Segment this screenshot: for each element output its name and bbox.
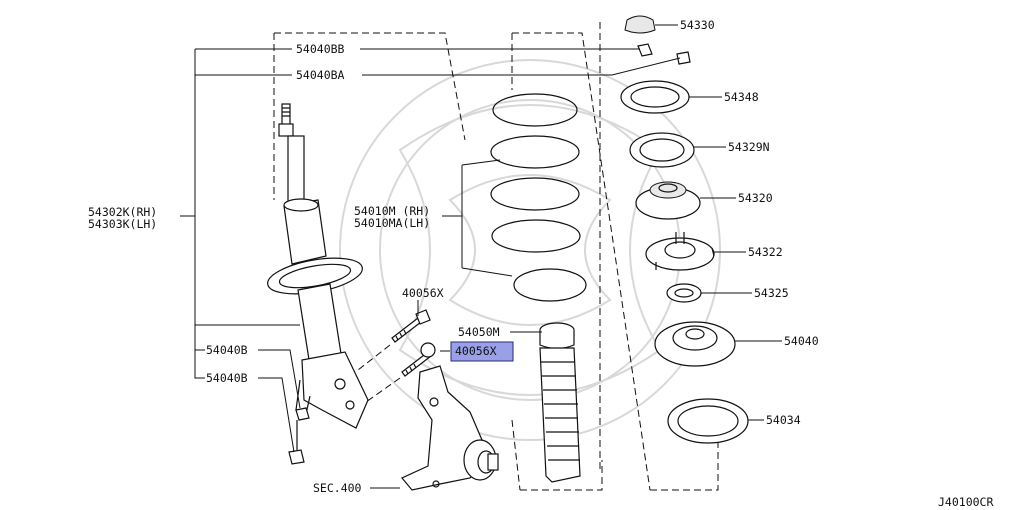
coil-spring — [490, 93, 587, 302]
selected-part-highlight[interactable] — [450, 341, 514, 362]
callout-54040B-lower[interactable]: 54040B — [206, 371, 248, 385]
callout-sec400[interactable]: SEC.400 — [313, 481, 362, 495]
callout-54010MA[interactable]: 54010MA(LH) — [354, 216, 430, 230]
callout-40056X-top[interactable]: 40056X — [402, 286, 444, 300]
callout-54322[interactable]: 54322 — [748, 245, 783, 259]
callout-54040BB[interactable]: 54040BB — [296, 42, 345, 56]
callout-labels: 54330 54040BB 54040BA 54348 54329N 54320… — [88, 18, 993, 509]
callout-54329N[interactable]: 54329N — [728, 140, 770, 154]
callout-54325[interactable]: 54325 — [754, 286, 789, 300]
drawing-number: J40100CR — [938, 495, 993, 509]
callout-54010M[interactable]: 54010M (RH) — [354, 204, 430, 218]
callout-40056X-selected[interactable]: 40056X — [455, 344, 497, 358]
callout-54348[interactable]: 54348 — [724, 90, 759, 104]
bolts — [357, 309, 436, 403]
callout-54040B-upper[interactable]: 54040B — [206, 343, 248, 357]
callout-54034[interactable]: 54034 — [766, 413, 801, 427]
leader-lines — [180, 24, 782, 489]
bump-stop-and-boot — [539, 322, 581, 483]
dashed-frames — [273, 22, 719, 491]
steering-knuckle — [401, 365, 499, 491]
callout-54050M[interactable]: 54050M — [458, 325, 500, 339]
callout-54040[interactable]: 54040 — [784, 334, 819, 348]
callout-54303K[interactable]: 54303K(LH) — [88, 217, 157, 231]
callout-54040BA[interactable]: 54040BA — [296, 68, 345, 82]
callout-54330[interactable]: 54330 — [680, 18, 715, 32]
callout-54302K[interactable]: 54302K(RH) — [88, 205, 157, 219]
callout-54320[interactable]: 54320 — [738, 191, 773, 205]
strut-assembly — [267, 103, 369, 465]
mount-stack — [620, 15, 749, 444]
